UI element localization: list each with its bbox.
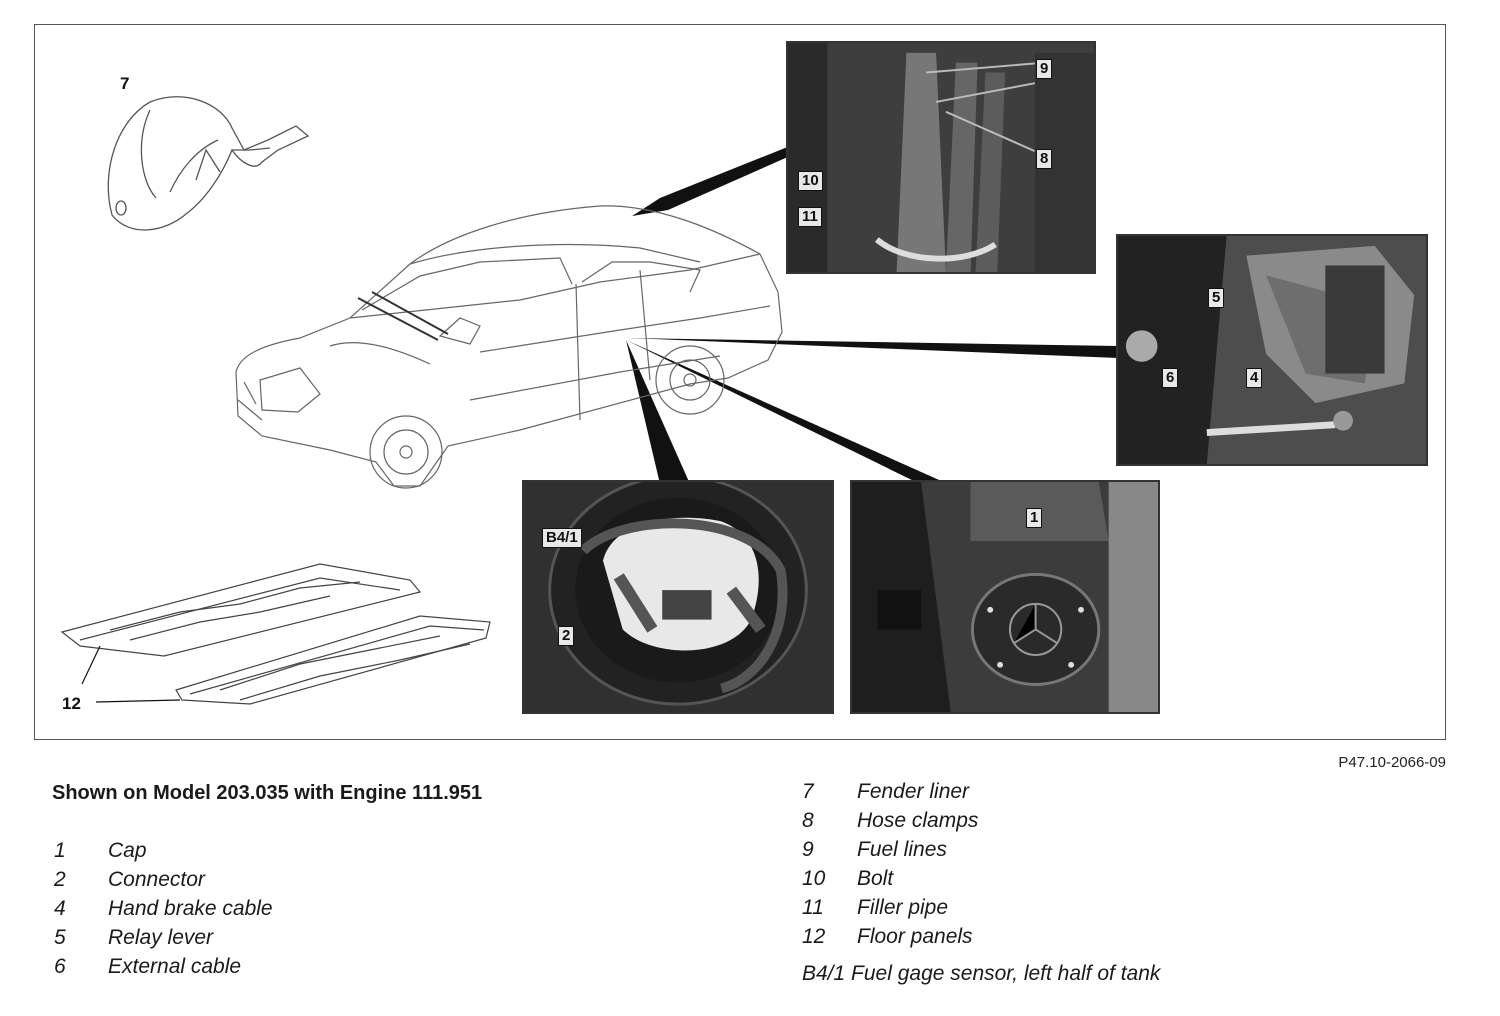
photo-fuel-sensor: B4/1 2 [522,480,834,714]
figure-id: P47.10-2066-09 [1338,754,1446,771]
leader-wedge-filler [632,146,790,216]
floor-panels-drawing [60,563,491,705]
callout-11: 11 [798,207,822,227]
caption-title: Shown on Model 203.035 with Engine 111.9… [52,782,483,804]
leader-wedge-cap [626,340,948,484]
callout-9: 9 [1036,59,1053,79]
callout-6: 6 [1162,368,1179,388]
callout-2: 2 [558,626,575,646]
leader-wedge-sensor [626,340,690,484]
callout-4: 4 [1246,368,1263,388]
callout-1: 1 [1026,508,1043,528]
car-drawing [235,205,783,489]
callout-10: 10 [798,171,823,191]
callout-7: 7 [120,74,130,93]
photo-hand-brake: 5 6 4 [1116,234,1428,466]
callout-b4-1: B4/1 [542,528,582,548]
photo-filler-pipe: 9 8 10 11 [786,41,1096,274]
callout-8: 8 [1036,149,1053,169]
photo-cap: 1 [850,480,1160,714]
callout-5: 5 [1208,288,1225,308]
fender-liner-drawing [107,96,310,231]
sensor-note: B4/1 Fuel gage sensor, left half of tank [802,962,1161,985]
leader-wedge-brake [628,338,1118,358]
line-drawing [60,96,1118,705]
callout-12: 12 [62,694,81,713]
